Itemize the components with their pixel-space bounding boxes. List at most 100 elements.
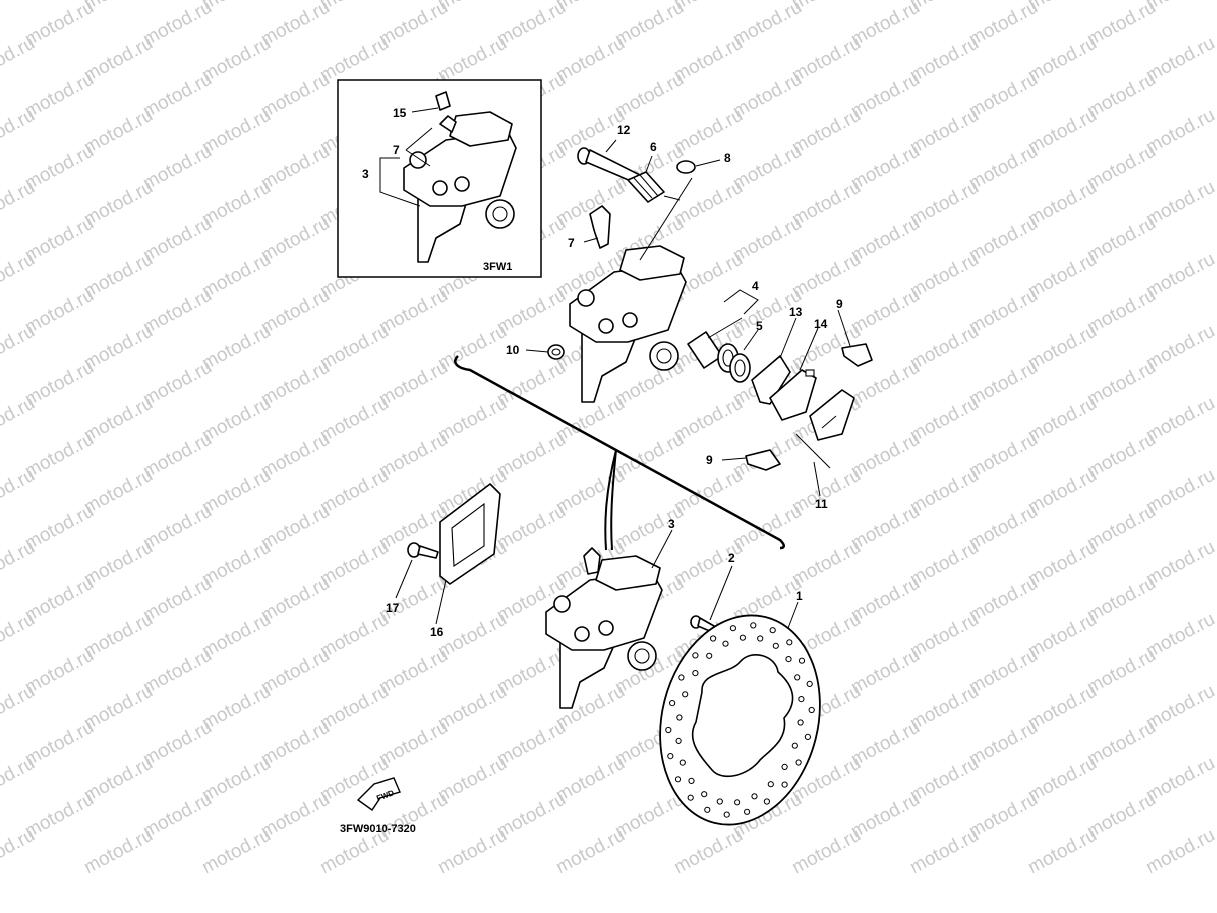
pad-spring-9-top xyxy=(841,343,873,367)
disc-hole xyxy=(669,700,676,707)
disc-hole xyxy=(723,811,730,818)
rubber-10 xyxy=(547,344,565,360)
pad-11 xyxy=(809,389,855,441)
disc-hole xyxy=(667,753,674,760)
disc-hole xyxy=(665,726,672,734)
disc-hole xyxy=(808,706,815,714)
disc-hole xyxy=(806,680,813,688)
disc-hole xyxy=(797,719,804,726)
watermark-text: motod.ru xyxy=(198,825,274,879)
callout-9-bottom: 9 xyxy=(706,453,713,467)
bolt-17 xyxy=(407,542,439,559)
disc-holes xyxy=(665,622,815,818)
exploded-caliper xyxy=(569,245,687,403)
callout-6: 6 xyxy=(650,140,657,154)
inset-callout-7: 7 xyxy=(393,143,400,157)
brake-disc-1 xyxy=(659,614,821,826)
piston-4 xyxy=(687,331,751,383)
watermark-text: motod.ru xyxy=(552,825,628,879)
watermark-text: motod.ru xyxy=(0,465,39,519)
callout-1: 1 xyxy=(796,589,803,603)
assembled-caliper-3 xyxy=(545,547,663,709)
watermark-text: motod.ru xyxy=(0,681,39,735)
disc-hole xyxy=(679,759,686,766)
callout-16: 16 xyxy=(430,625,444,639)
watermark-text: motod.ru xyxy=(0,393,39,447)
disc-hole xyxy=(786,639,793,646)
disc-hole xyxy=(676,714,683,721)
callout-5: 5 xyxy=(756,319,763,333)
disc-hole xyxy=(729,625,737,632)
diagram-code: 3FW9010-7320 xyxy=(340,823,416,835)
assembly-bracket xyxy=(454,355,785,551)
callout-11: 11 xyxy=(815,497,828,511)
watermark-text: motod.ru xyxy=(0,537,39,591)
callout-13: 13 xyxy=(789,305,803,319)
watermark-text: motod.ru xyxy=(0,177,39,231)
callout-3: 3 xyxy=(668,517,675,531)
disc-hole xyxy=(767,781,774,788)
fwd-arrow: FWD xyxy=(356,777,401,811)
disc-hole xyxy=(706,652,713,659)
disc-hole xyxy=(739,634,747,641)
disc-hole xyxy=(750,622,757,629)
pad-spring-9-bottom xyxy=(745,449,781,471)
disc-hole xyxy=(675,737,682,745)
callout-7: 7 xyxy=(568,236,575,250)
boot-6 xyxy=(627,171,681,203)
disc-hole xyxy=(798,657,806,664)
callout-2: 2 xyxy=(728,551,735,565)
disc-hole xyxy=(682,691,689,698)
disc-hole xyxy=(674,776,682,783)
callout-17: 17 xyxy=(386,601,400,615)
disc-hole xyxy=(678,674,685,681)
disc-hole xyxy=(794,674,801,681)
disc-hole xyxy=(716,798,723,805)
disc-hole xyxy=(687,794,694,801)
watermark-text: motod.ru xyxy=(1024,825,1100,879)
disc-hole xyxy=(757,635,764,642)
inset-code: 3FW1 xyxy=(483,261,512,273)
disc-hole xyxy=(751,793,758,800)
watermark-text: motod.ru xyxy=(0,0,39,14)
disc-hole xyxy=(763,798,771,805)
disc-hole xyxy=(772,642,779,649)
callout-4: 4 xyxy=(752,279,759,293)
plug-8 xyxy=(676,160,696,174)
watermark-text: motod.ru xyxy=(0,105,39,159)
callout-10: 10 xyxy=(506,343,520,357)
watermark-text: motod.ru xyxy=(80,825,156,879)
disc-hole xyxy=(798,696,805,703)
inset-callout-3: 3 xyxy=(362,167,369,181)
watermark-text: motod.ru xyxy=(0,609,39,663)
callout-14: 14 xyxy=(814,317,828,331)
watermark-text: motod.ru xyxy=(0,825,39,879)
disc-hole xyxy=(701,791,708,798)
inset-box: 15 7 3 3FW1 xyxy=(337,79,542,278)
watermark-text: motod.ru xyxy=(434,825,510,879)
shims-13-14 xyxy=(751,355,817,421)
watermark-text: motod.ru xyxy=(1142,825,1217,879)
disc-hole xyxy=(692,670,699,677)
callout-12: 12 xyxy=(617,123,631,137)
disc-hole xyxy=(744,808,751,815)
watermark-text: motod.ru xyxy=(788,825,864,879)
watermark-text: motod.ru xyxy=(670,825,746,879)
leader-lines xyxy=(525,139,851,497)
watermark-text: motod.ru xyxy=(0,33,39,87)
inset-callout-15: 15 xyxy=(393,106,407,120)
callout-labels: 12 6 8 7 4 5 13 14 9 10 9 11 3 2 1 17 16 xyxy=(386,123,843,639)
disc-hole xyxy=(781,781,788,788)
watermark-text: motod.ru xyxy=(906,825,982,879)
watermark-text: motod.ru xyxy=(0,321,39,375)
watermark-text: motod.ru xyxy=(0,249,39,303)
disc-hole xyxy=(704,806,711,813)
watermark-layer: motod.ru motod.ru motod.ru motod.ru motod.ru… xyxy=(0,0,1217,878)
disc-hole xyxy=(804,733,812,741)
inset-caliper xyxy=(403,91,517,263)
disc-hole xyxy=(722,640,729,647)
disc-hole xyxy=(795,759,802,766)
disc-hole xyxy=(781,763,788,771)
watermark-text: motod.ru xyxy=(0,753,39,807)
